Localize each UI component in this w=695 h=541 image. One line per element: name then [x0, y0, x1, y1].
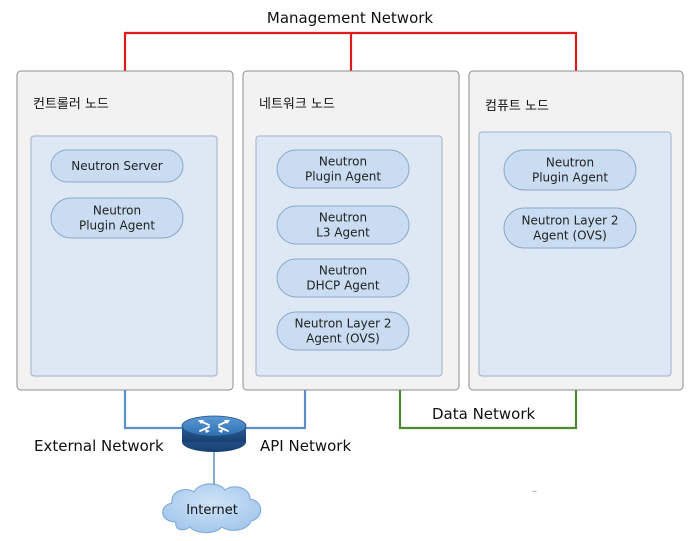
controller-component-label: Neutron: [93, 204, 141, 218]
controller-component-pill: [50, 197, 184, 239]
network-component-pill: [276, 311, 410, 351]
network-component-label: Agent (OVS): [306, 332, 380, 346]
external-network-line: [123, 390, 183, 430]
network-component-label: Neutron: [319, 211, 367, 225]
controller-component-1: Neutron Server: [50, 149, 184, 183]
network-component-pill: [276, 258, 410, 298]
network-component-pill: [276, 149, 410, 189]
internet-label: Internet: [186, 503, 238, 518]
network-component-label: Plugin Agent: [305, 170, 381, 184]
compute-component-pill: [503, 149, 637, 191]
stray-mark: –: [532, 486, 537, 497]
controller-component-pill: [50, 149, 184, 183]
management-network-lines: [123, 31, 578, 71]
network-component-label: Neutron Layer 2: [294, 317, 391, 331]
cloud-icon: [162, 483, 262, 534]
external-network-label: External Network: [34, 437, 164, 455]
controller-component-label: Plugin Agent: [79, 219, 155, 233]
api-network-line: [246, 390, 307, 430]
compute-component-pill: [503, 207, 637, 249]
router-icon: [181, 415, 247, 452]
network-component-label: L3 Agent: [316, 226, 370, 240]
network-node-title: 네트워크 노드: [259, 97, 335, 112]
network-component-label: Neutron: [319, 155, 367, 169]
compute-component-label: Neutron Layer 2: [521, 214, 618, 228]
compute-node-panel: [478, 131, 672, 377]
controller-component-label: Neutron Server: [71, 159, 163, 173]
data-network-label: Data Network: [432, 405, 536, 423]
network-component-pill: [276, 205, 410, 245]
compute-component-label: Plugin Agent: [532, 171, 608, 185]
network-component-label: Neutron: [319, 264, 367, 278]
api-network-label: API Network: [260, 437, 351, 455]
network-component-label: DHCP Agent: [306, 279, 380, 293]
controller-node-panel: [30, 135, 218, 377]
controller-node-title: 컨트롤러 노드: [33, 97, 109, 112]
compute-component-label: Neutron: [546, 156, 594, 170]
compute-component-label: Agent (OVS): [533, 229, 607, 243]
data-network-line: [398, 390, 578, 430]
management-network-label: Management Network: [267, 9, 434, 27]
compute-node-title: 컴퓨트 노드: [485, 99, 549, 114]
external-api-network-lines: [123, 390, 307, 430]
